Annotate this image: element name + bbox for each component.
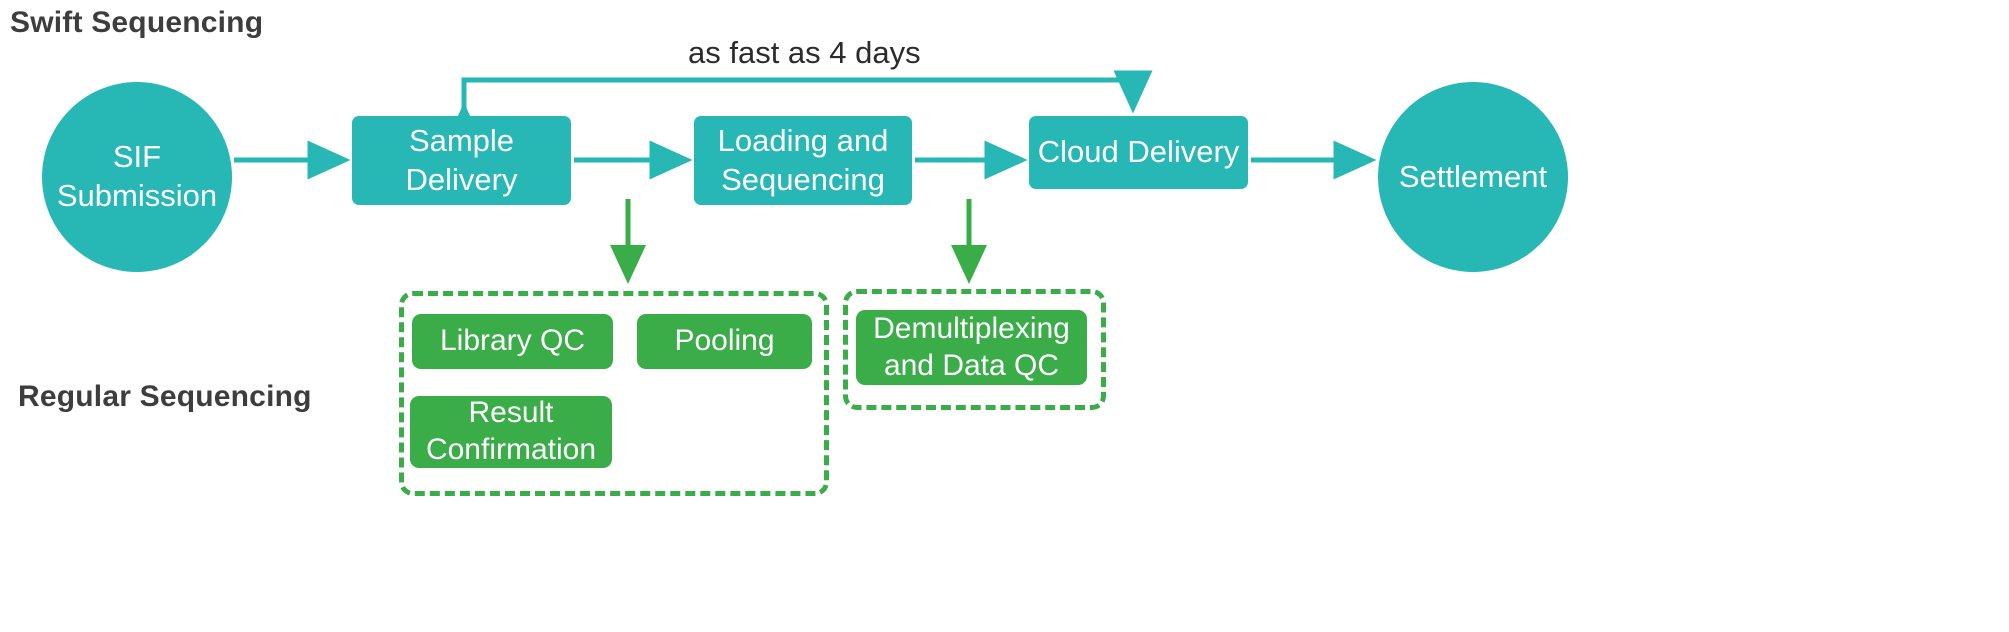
node-result-confirmation-label-line2: Confirmation <box>425 433 597 466</box>
node-sample-delivery-label-line2: Delivery <box>405 161 518 197</box>
node-loading-and-sequencing-label-line2: Sequencing <box>721 161 885 197</box>
node-demultiplexing-and-data-qc[interactable]: Demultiplexing and Data QC <box>856 310 1087 385</box>
node-cloud-delivery[interactable]: Cloud Delivery <box>1029 116 1248 189</box>
section-heading-regular-sequencing: Regular Sequencing <box>18 380 312 413</box>
node-sample-delivery-label-line1: Sample <box>408 122 515 158</box>
node-loading-and-sequencing[interactable]: Loading and Sequencing <box>694 116 912 205</box>
node-settlement-label: Settlement <box>1398 158 1548 194</box>
node-sample-delivery[interactable]: Sample Delivery <box>352 116 571 205</box>
node-library-qc-label: Library QC <box>439 324 586 358</box>
node-sif-submission-label-line1: SIF <box>112 139 162 175</box>
section-heading-swift-sequencing: Swift Sequencing <box>10 6 264 39</box>
caption-as-fast-as-4-days: as fast as 4 days <box>688 35 921 70</box>
node-demultiplexing-label-line1: Demultiplexing <box>873 311 1070 345</box>
node-sif-submission-label-line2: Submission <box>56 178 218 213</box>
node-cloud-delivery-label: Cloud Delivery <box>1037 134 1240 170</box>
span-bracket-as-fast-as-4-days <box>444 70 1153 146</box>
node-settlement[interactable]: Settlement <box>1378 82 1568 272</box>
dashed-group-demultiplexing <box>843 289 1106 410</box>
node-loading-and-sequencing-label-line1: Loading and <box>717 122 889 158</box>
node-result-confirmation[interactable]: Result Confirmation <box>410 396 612 468</box>
node-library-qc[interactable]: Library QC <box>412 314 613 369</box>
node-pooling[interactable]: Pooling <box>637 314 812 369</box>
node-result-confirmation-label-line1: Result <box>468 396 554 430</box>
dashed-group-regular-sequencing <box>399 291 829 496</box>
node-demultiplexing-label-line2: and Data QC <box>883 348 1060 382</box>
node-pooling-label: Pooling <box>674 324 775 358</box>
node-sif-submission[interactable]: SIF Submission <box>42 82 232 272</box>
